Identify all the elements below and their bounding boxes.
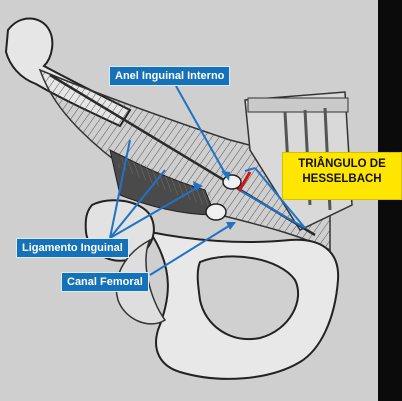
- triangle-red-edge: [237, 171, 252, 192]
- pointer-anel-head: [221, 171, 230, 181]
- triangle-edge-top: [244, 167, 256, 172]
- pointer-ligamento-3: [109, 185, 201, 239]
- pointer-anel: [175, 85, 227, 176]
- obturator-foramen: [196, 255, 300, 341]
- label-ligamento-inguinal: Ligamento Inguinal: [16, 238, 129, 258]
- deep-ring: [222, 174, 242, 190]
- rectus-top-band: [247, 97, 349, 113]
- femoral-opening: [205, 203, 227, 221]
- vessel-hatching: [116, 153, 213, 207]
- callout-line-2: HESSELBACH: [302, 173, 382, 185]
- pointer-ligamento-head: [193, 181, 203, 191]
- pointer-ligamento-1: [109, 139, 131, 239]
- hesselbach-triangle-callout: TRIÂNGULO DE HESSELBACH: [282, 152, 402, 200]
- triangle-edge-lower: [238, 189, 306, 229]
- pointer-ligamento-2: [109, 169, 166, 239]
- pointer-canal: [149, 223, 233, 276]
- label-canal-femoral: Canal Femoral: [61, 272, 149, 292]
- callout-line-1: TRIÂNGULO DE: [298, 158, 386, 170]
- triangle-edge-upper: [254, 167, 306, 229]
- abdominal-wall-muscle: [38, 68, 331, 252]
- pelvis-illustration: [0, 0, 378, 401]
- pointer-canal-head: [226, 222, 236, 230]
- label-anel-inguinal-interno: Anel Inguinal Interno: [109, 66, 231, 86]
